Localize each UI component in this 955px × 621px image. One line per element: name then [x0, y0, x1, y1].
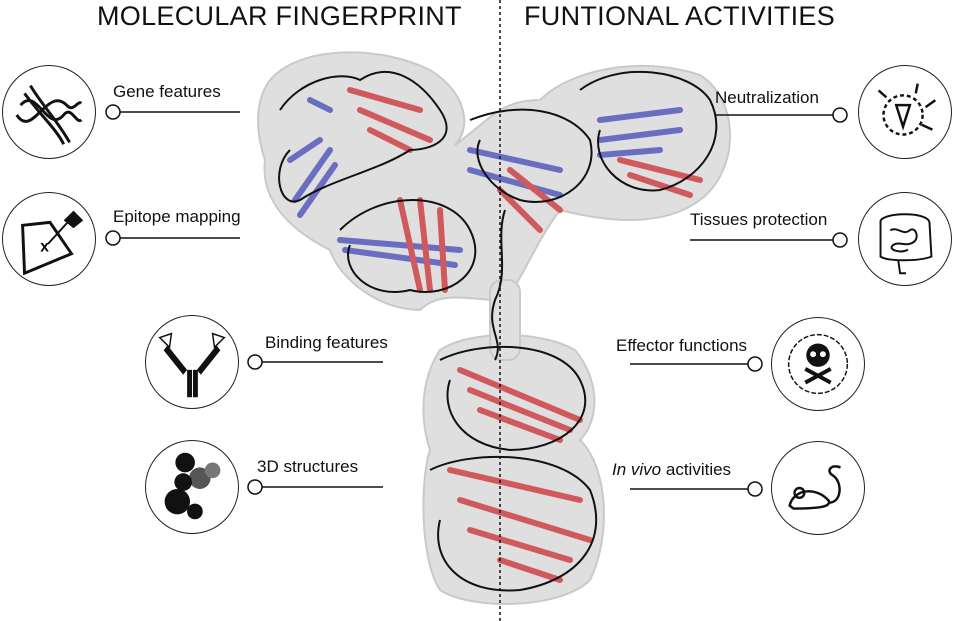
label-tissues-protection: Tissues protection — [690, 210, 828, 229]
label-effector-functions: Effector functions — [616, 336, 748, 355]
antibody-binding-icon — [145, 315, 239, 409]
header-functional-activities: FUNTIONAL ACTIVITIES — [524, 1, 836, 31]
label-in-vivo-activities: In vivo activities — [612, 460, 731, 480]
label-gene-features: Gene features — [113, 82, 221, 101]
backbone-loops — [278, 70, 718, 592]
virus-neutralization-icon — [858, 65, 952, 159]
label-epitope-mapping: Epitope mapping — [113, 207, 241, 226]
skull-crossbones-icon — [771, 317, 865, 411]
connector-lines — [105, 104, 848, 497]
epitope-pin-icon: x — [2, 192, 96, 286]
label-3d-structures: 3D structures — [257, 457, 359, 476]
header-molecular-fingerprint: MOLECULAR FINGERPRINT — [97, 1, 462, 31]
label-in-vivo-italic: In vivo — [612, 460, 662, 479]
intestine-icon — [858, 192, 952, 286]
3d-structure-icon — [145, 440, 239, 534]
mouse-icon — [771, 441, 865, 535]
dna-icon — [2, 65, 96, 159]
svg-text:x: x — [40, 239, 49, 256]
label-neutralization: Neutralization — [715, 88, 819, 107]
label-binding-features: Binding features — [265, 333, 388, 352]
heavy-chain-strands — [347, 87, 703, 583]
label-activities: activities — [661, 460, 732, 479]
